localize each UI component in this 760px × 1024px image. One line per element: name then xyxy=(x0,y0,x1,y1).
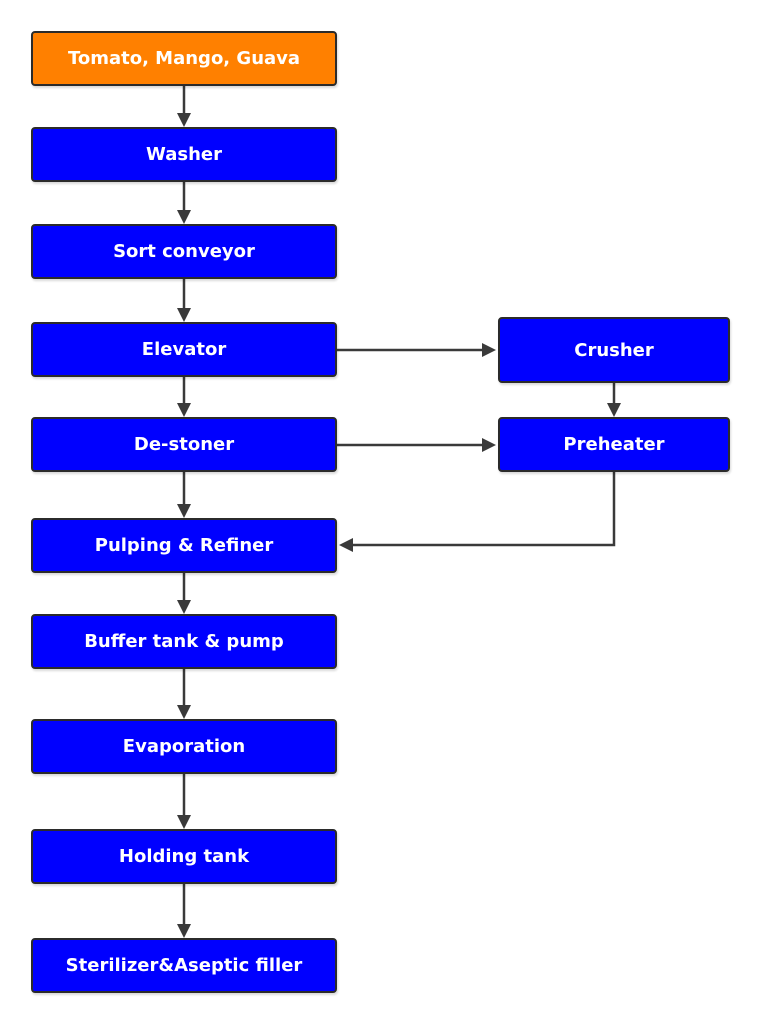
node-label: Tomato, Mango, Guava xyxy=(67,48,301,69)
arrowhead-destoner-to-preheater xyxy=(482,438,496,452)
node-elevator: Elevator xyxy=(31,322,337,377)
arrowhead-holding-to-sterilizer xyxy=(177,924,191,938)
node-tomato-mango-guava: Tomato, Mango, Guava xyxy=(31,31,337,86)
node-label: Evaporation xyxy=(122,736,246,757)
arrowhead-pulping-to-buffer xyxy=(177,600,191,614)
node-crusher: Crusher xyxy=(498,317,730,383)
arrowhead-sort-to-elevator xyxy=(177,308,191,322)
arrowhead-washer-to-sort xyxy=(177,210,191,224)
node-washer: Washer xyxy=(31,127,337,182)
arrowhead-elevator-to-destoner xyxy=(177,403,191,417)
node-pulping-refiner: Pulping & Refiner xyxy=(31,518,337,573)
arrowhead-elevator-to-crusher xyxy=(482,343,496,357)
node-label: Buffer tank & pump xyxy=(84,631,284,652)
arrowhead-tomato-to-washer xyxy=(177,113,191,127)
node-preheater: Preheater xyxy=(498,417,730,472)
node-label: Holding tank xyxy=(118,846,250,867)
node-label: De-stoner xyxy=(133,434,235,455)
node-label: Sort conveyor xyxy=(113,241,255,262)
arrowhead-destoner-to-pulping xyxy=(177,504,191,518)
node-evaporation: Evaporation xyxy=(31,719,337,774)
arrowhead-evaporation-to-holding xyxy=(177,815,191,829)
node-label: Elevator xyxy=(141,339,227,360)
node-buffer-tank-pump: Buffer tank & pump xyxy=(31,614,337,669)
node-holding-tank: Holding tank xyxy=(31,829,337,884)
node-label: Sterilizer&Aseptic filler xyxy=(65,955,303,976)
node-label: Washer xyxy=(146,144,222,165)
arrowhead-preheater-to-pulping xyxy=(339,538,353,552)
node-sort-conveyor: Sort conveyor xyxy=(31,224,337,279)
node-label: Pulping & Refiner xyxy=(94,535,274,556)
arrow-preheater-to-pulping xyxy=(351,472,616,547)
node-label: Crusher xyxy=(574,339,654,361)
node-sterilizer-aseptic-filler: Sterilizer&Aseptic filler xyxy=(31,938,337,993)
node-label: Preheater xyxy=(563,434,665,455)
node-de-stoner: De-stoner xyxy=(31,417,337,472)
arrowhead-crusher-to-preheater xyxy=(607,403,621,417)
arrowhead-buffer-to-evaporation xyxy=(177,705,191,719)
